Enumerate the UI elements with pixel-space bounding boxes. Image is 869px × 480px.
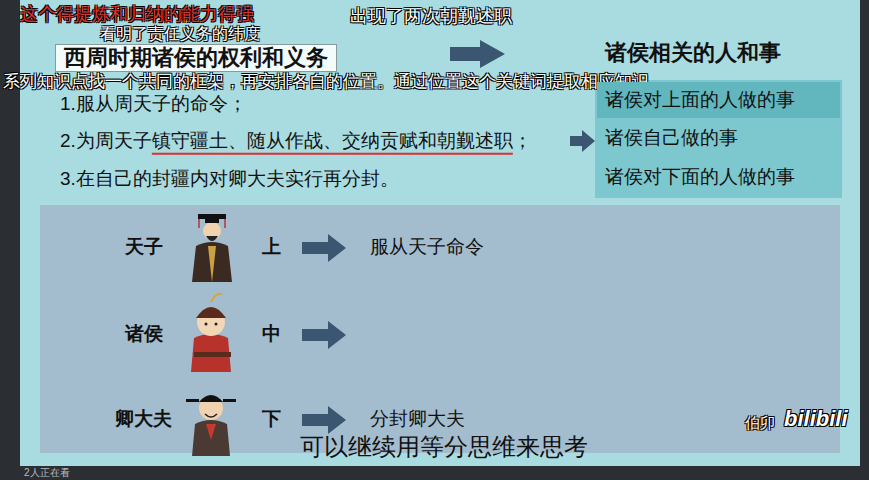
block-arrow xyxy=(570,130,595,152)
noble-figure xyxy=(196,307,226,318)
official-figure xyxy=(192,420,230,456)
category-text: 诸侯自己做的事 xyxy=(605,127,738,150)
section-heading: 诸侯相关的人和事 xyxy=(605,40,781,66)
emperor-figure xyxy=(203,222,221,240)
category-box: 诸侯对下面的人做的事 xyxy=(597,158,840,196)
noble-figure xyxy=(205,323,208,326)
block-arrow xyxy=(302,234,346,262)
emperor-figure xyxy=(192,242,232,282)
rank-name: 天子 xyxy=(125,236,163,259)
official-figure xyxy=(199,396,223,420)
noble-figure xyxy=(197,308,225,336)
official-figure xyxy=(206,424,216,440)
emphasis-underline xyxy=(152,153,513,155)
official-figure xyxy=(186,399,199,402)
block-arrow xyxy=(302,40,595,434)
subtitle: 可以继续用等分思维来思考 xyxy=(300,433,588,462)
danmaku-comment: 这个得提炼和归纳的能力得强 xyxy=(20,4,254,26)
rank-level: 上 xyxy=(262,236,281,259)
category-box: 诸侯对上面的人做的事 xyxy=(597,82,840,118)
viewer-count: 2人正在看 xyxy=(24,467,70,479)
official-figure xyxy=(186,395,236,456)
emperor-figure xyxy=(206,236,218,241)
official-figure xyxy=(199,395,223,402)
list-item: 3.在自己的封疆内对卿大夫实行再分封。 xyxy=(60,168,399,191)
category-text: 诸侯对下面的人做的事 xyxy=(605,166,795,189)
watermark: bilibili xyxy=(784,406,848,432)
rank-name: 诸侯 xyxy=(125,323,163,346)
danmaku-comment: 出现了两次朝觐述职 xyxy=(350,6,512,28)
category-box: 诸侯自己做的事 xyxy=(597,120,840,156)
list-item: 2.为周天子镇守疆土、随从作战、交纳贡赋和朝觐述职； xyxy=(60,130,532,153)
block-arrow xyxy=(302,406,346,434)
emperor-figure xyxy=(208,246,216,282)
category-text: 诸侯对上面的人做的事 xyxy=(605,89,795,112)
slide-title: 西周时期诸侯的权利和义务 xyxy=(55,44,337,72)
noble-figure xyxy=(194,352,231,357)
side-panel xyxy=(595,80,842,198)
noble-figure xyxy=(215,323,218,326)
block-arrow xyxy=(450,40,505,68)
top-panel xyxy=(20,0,860,466)
noble-figure xyxy=(191,294,231,372)
emperor-figure xyxy=(205,218,219,223)
danmaku-comment: 系列知识点找一个共同的框架，再安排各自的位置。通过位置这个关键词提取相应知识 xyxy=(3,72,649,92)
watermark: 伯卯 xyxy=(745,414,775,432)
emperor-figure xyxy=(198,219,200,228)
danmaku-comment: 看明了责任义务的纬度 xyxy=(100,24,260,43)
rank-level: 下 xyxy=(262,408,281,431)
noble-figure xyxy=(211,294,222,302)
lower-panel xyxy=(40,205,840,453)
list-item: 1.服从周天子的命令； xyxy=(60,93,247,116)
emperor-figure xyxy=(224,219,226,228)
emperor-figure xyxy=(192,214,232,282)
rank-name: 卿大夫 xyxy=(115,408,172,431)
noble-figure xyxy=(191,334,231,372)
official-figure xyxy=(223,399,236,402)
rank-duty: 服从天子命令 xyxy=(370,236,484,259)
rank-duty: 分封卿大夫 xyxy=(370,408,465,431)
rank-level: 中 xyxy=(262,323,281,346)
block-arrow xyxy=(302,321,346,349)
official-figure xyxy=(205,414,217,417)
